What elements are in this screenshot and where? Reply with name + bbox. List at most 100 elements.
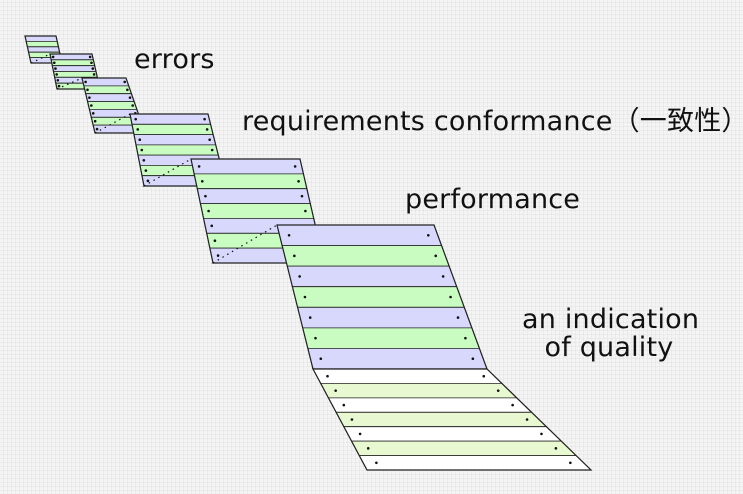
form-stripe-5-1 [190,158,304,175]
form-stripe-1-2 [25,41,59,48]
margin-dot [93,119,97,123]
margin-dot [91,67,95,70]
margin-dot [426,233,430,237]
riser-dotted-edge-3 [94,113,131,134]
margin-dot [308,316,312,319]
form-stripe-6-1 [276,224,443,247]
riser-dotted-edge-5 [212,224,278,264]
form-stripe-4-4 [135,144,219,156]
margin-dot [138,138,142,142]
form-stripe-2-3 [51,65,97,72]
margin-dot [358,432,362,436]
margin-dot [326,374,329,378]
margin-dot [140,148,144,152]
form-stripe-2-2 [50,59,96,67]
margin-dot [55,73,58,76]
margin-dot [123,80,126,84]
margin-dot [464,336,467,340]
form-stripe-5-3 [196,188,311,205]
margin-dot [297,179,300,183]
margin-dot [511,403,514,407]
form-stripe-4-3 [133,134,217,146]
margin-dot [456,316,460,319]
margin-dot [449,295,452,299]
label-errors: errors [134,44,215,75]
form-stripe-5-4 [199,203,315,219]
margin-dot [88,96,91,99]
margin-dot [88,55,92,59]
form-stripe-7-6 [350,440,578,457]
margin-dot [136,128,140,131]
margin-dot [91,112,95,115]
margin-dot [56,78,60,82]
margin-dot [287,233,291,237]
margin-dot [51,55,55,59]
form-stripe-7-5 [343,426,563,442]
margin-dot [350,418,354,421]
margin-dot [197,165,201,168]
margin-dot [204,194,207,198]
margin-dot [434,254,438,258]
margin-dot [366,447,370,450]
form-stripe-7-7 [358,455,592,471]
margin-dot [128,96,132,99]
form-stripe-1-3 [26,46,61,53]
margin-dot [210,148,214,152]
form-stripe-6-5 [297,306,473,329]
form-stripe-6-4 [291,286,465,308]
label-requirements-conformance: requirements conformance（一致性） [242,106,743,137]
margin-dot [569,461,572,465]
form-stripe-7-2 [320,382,518,399]
margin-dot [304,209,307,213]
margin-dot [471,357,475,361]
riser-dotted-edge-1 [30,53,51,64]
margin-dot [482,374,486,378]
margin-dot [213,239,217,243]
margin-dot [205,128,209,131]
form-stripe-2-4 [53,71,98,78]
form-stripe-2-1 [49,53,94,61]
margin-dot [300,194,304,198]
margin-dot [126,88,129,92]
margin-dot [134,117,137,121]
form-stripe-4-2 [131,123,214,136]
margin-dot [90,61,93,65]
margin-dot [293,254,296,258]
margin-dot [146,179,150,183]
riser-dotted-edge-2 [56,77,83,90]
form-stripe-3-2 [83,85,132,95]
form-stripe-4-1 [129,113,212,125]
form-stripe-6-2 [281,245,450,267]
margin-dot [95,127,99,131]
margin-dot [84,80,87,84]
form-stripe-3-1 [81,77,130,87]
margin-dot [144,169,148,172]
margin-dot [131,104,134,107]
label-indication-of-quality: an indication of quality [522,304,700,363]
margin-dot [525,418,529,421]
margin-dot [86,88,89,92]
margin-dot [293,165,297,168]
margin-dot [540,432,543,436]
margin-dot [298,275,301,278]
margin-dot [203,117,206,121]
margin-dot [90,104,93,107]
margin-dot [52,61,56,65]
margin-dot [375,461,378,465]
margin-dot [142,158,146,162]
margin-dot [54,67,57,70]
margin-dot [319,357,323,361]
margin-dot [210,224,214,228]
form-stripe-7-3 [327,397,533,413]
label-indication-line2: of quality [544,332,674,363]
margin-dot [334,389,337,392]
margin-dot [57,84,61,88]
form-stripe-3-4 [87,101,138,110]
label-indication-line1: an indication [522,304,700,335]
form-stripe-6-7 [307,347,488,370]
margin-dot [207,209,210,213]
form-flight-outline-7 [311,368,593,471]
form-stripe-5-2 [193,173,308,190]
form-stripe-7-1 [312,368,503,384]
